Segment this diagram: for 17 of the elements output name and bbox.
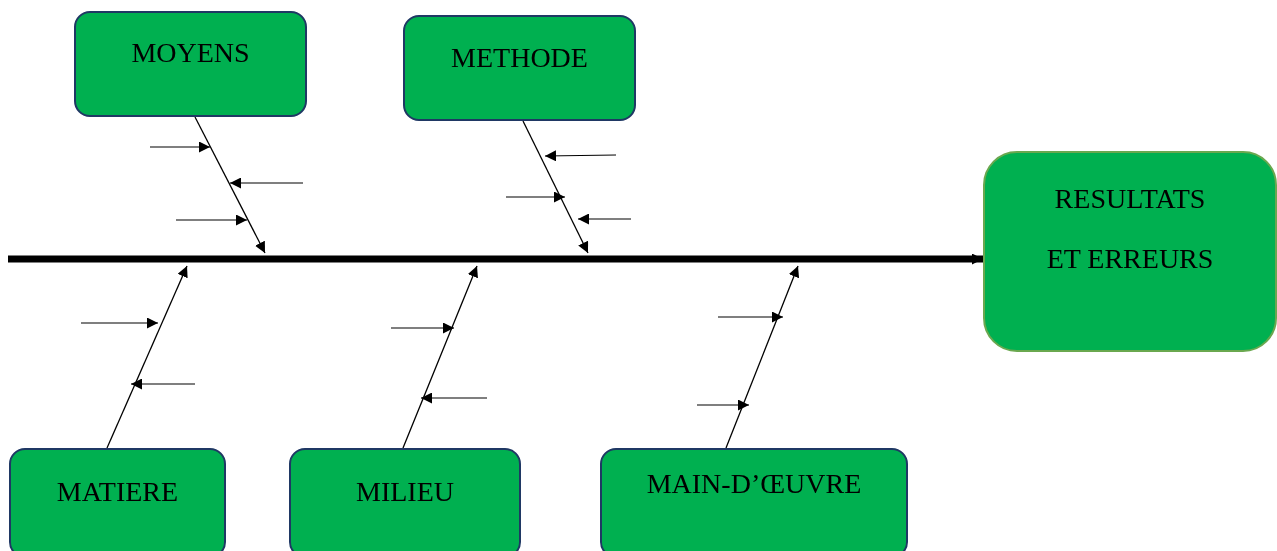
cause-box <box>74 11 307 117</box>
box-label: METHODE <box>451 42 588 75</box>
box-label: MILIEU <box>356 476 454 509</box>
bone-arrow <box>402 265 478 449</box>
bone-arrow <box>106 265 188 449</box>
effect-box <box>983 151 1277 352</box>
bone-arrow <box>522 120 589 254</box>
cause-box <box>289 448 521 551</box>
box-label: RESULTATS ET ERREURS <box>1045 182 1215 277</box>
bone-arrow <box>725 265 800 449</box>
cause-box <box>600 448 908 551</box>
bone-arrow <box>194 116 266 254</box>
cause-box <box>403 15 636 121</box>
box-label: MOYENS <box>131 37 250 70</box>
box-label: MATIERE <box>56 476 179 509</box>
box-label: MAIN-D’ŒUVRE <box>646 468 862 501</box>
cause-box <box>9 448 226 551</box>
